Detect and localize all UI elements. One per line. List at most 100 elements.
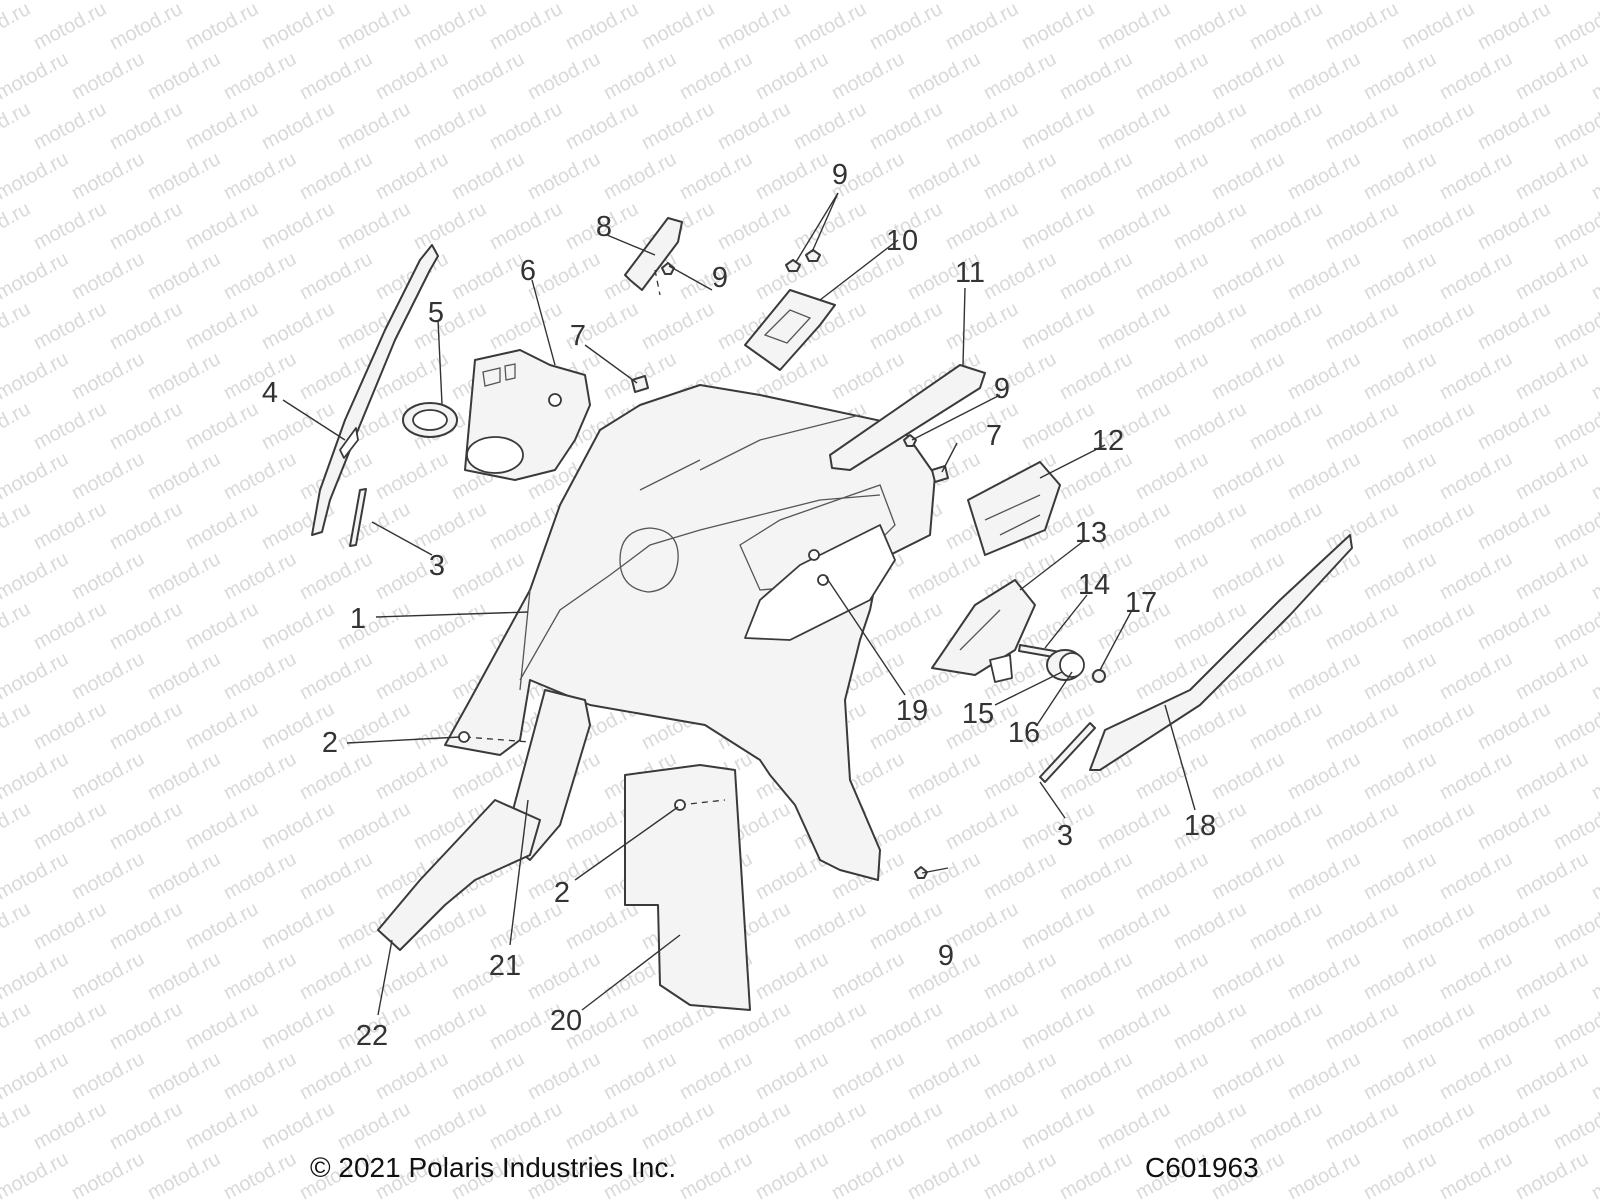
watermark-text: motod.ru (68, 348, 148, 404)
watermark-text: motod.ru (562, 1098, 642, 1154)
watermark-text: motod.ru (1588, 1148, 1600, 1200)
watermark-text: motod.ru (1322, 698, 1402, 754)
watermark-text: motod.ru (1550, 198, 1600, 254)
part-13-housing (931, 579, 1036, 683)
watermark-text: motod.ru (106, 598, 186, 654)
watermark-text: motod.ru (562, 898, 642, 954)
watermark-text: motod.ru (1360, 448, 1440, 504)
watermark-text: motod.ru (1436, 0, 1516, 4)
watermark-text: motod.ru (1360, 0, 1440, 4)
watermark-text: motod.ru (448, 248, 528, 304)
watermark-text: motod.ru (448, 148, 528, 204)
watermark-text: motod.ru (1056, 1148, 1136, 1200)
watermark-text: motod.ru (1208, 748, 1288, 804)
watermark-text: motod.ru (220, 148, 300, 204)
diagram-code: C601963 (1145, 1152, 1259, 1183)
watermark-text: motod.ru (828, 948, 908, 1004)
watermark-text: motod.ru (1284, 48, 1364, 104)
watermark-text: motod.ru (1474, 298, 1554, 354)
watermark-text: motod.ru (1094, 1098, 1174, 1154)
watermark-text: motod.ru (1170, 198, 1250, 254)
watermark-text: motod.ru (334, 98, 414, 154)
watermark-text: motod.ru (144, 148, 224, 204)
watermark-text: motod.ru (866, 1098, 946, 1154)
watermark-text: motod.ru (220, 0, 300, 4)
watermark-text: motod.ru (1474, 798, 1554, 854)
watermark-text: motod.ru (1322, 798, 1402, 854)
watermark-text: motod.ru (676, 1148, 756, 1200)
watermark-text: motod.ru (1512, 248, 1592, 304)
watermark-text: motod.ru (1512, 748, 1592, 804)
watermark-text: motod.ru (1132, 0, 1212, 4)
watermark-text: motod.ru (30, 1098, 110, 1154)
watermark-text: motod.ru (1132, 748, 1212, 804)
watermark-text: motod.ru (296, 148, 376, 204)
watermark-text: motod.ru (144, 848, 224, 904)
watermark-text: motod.ru (68, 648, 148, 704)
watermark-text: motod.ru (68, 0, 148, 4)
watermark-text: motod.ru (1512, 1048, 1592, 1104)
watermark-text: motod.ru (600, 48, 680, 104)
watermark-text: motod.ru (1284, 0, 1364, 4)
watermark-text: motod.ru (1436, 48, 1516, 104)
watermark-text: motod.ru (1512, 648, 1592, 704)
copyright-notice: © 2021 Polaris Industries Inc. (310, 1152, 677, 1183)
watermark-text: motod.ru (106, 798, 186, 854)
callout-c3b: 3 (1057, 820, 1073, 852)
watermark-text: motod.ru (638, 0, 718, 54)
watermark-text: motod.ru (1284, 1148, 1364, 1200)
watermark-text: motod.ru (182, 698, 262, 754)
watermark-text: motod.ru (1398, 98, 1478, 154)
watermark-text: motod.ru (752, 48, 832, 104)
watermark-text: motod.ru (68, 248, 148, 304)
watermark-text: motod.ru (0, 898, 34, 954)
watermark-text: motod.ru (1474, 398, 1554, 454)
watermark-text: motod.ru (1170, 398, 1250, 454)
watermark-text: motod.ru (334, 198, 414, 254)
watermark-text: motod.ru (1474, 998, 1554, 1054)
watermark-text: motod.ru (0, 598, 34, 654)
watermark-text: motod.ru (676, 0, 756, 4)
watermark-text: motod.ru (410, 198, 490, 254)
watermark-text: motod.ru (1512, 948, 1592, 1004)
watermark-text: motod.ru (1322, 198, 1402, 254)
watermark-text: motod.ru (1322, 298, 1402, 354)
watermark-text: motod.ru (68, 1048, 148, 1104)
watermark-text: motod.ru (372, 448, 452, 504)
watermark-text: motod.ru (1284, 948, 1364, 1004)
watermark-text: motod.ru (220, 448, 300, 504)
watermark-text: motod.ru (866, 598, 946, 654)
watermark-text: motod.ru (1474, 98, 1554, 154)
watermark-text: motod.ru (980, 848, 1060, 904)
watermark-text: motod.ru (144, 548, 224, 604)
watermark-text: motod.ru (296, 848, 376, 904)
watermark-text: motod.ru (30, 898, 110, 954)
part-4-trim-strip (311, 244, 439, 536)
watermark-text: motod.ru (524, 1048, 604, 1104)
watermark-text: motod.ru (0, 548, 72, 604)
watermark-text: motod.ru (1322, 598, 1402, 654)
watermark-text: motod.ru (1398, 398, 1478, 454)
watermark-text: motod.ru (1018, 398, 1098, 454)
watermark-text: motod.ru (714, 198, 794, 254)
watermark-text: motod.ru (1132, 148, 1212, 204)
watermark-text: motod.ru (258, 798, 338, 854)
watermark-text: motod.ru (1094, 898, 1174, 954)
watermark-text: motod.ru (866, 0, 946, 54)
watermark-text: motod.ru (0, 498, 34, 554)
callout-c5: 5 (428, 297, 444, 329)
watermark-text: motod.ru (1132, 1048, 1212, 1104)
watermark-text: motod.ru (182, 1098, 262, 1154)
watermark-text: motod.ru (1474, 698, 1554, 754)
watermark-text: motod.ru (410, 998, 490, 1054)
watermark-text: motod.ru (942, 398, 1022, 454)
watermark-text: motod.ru (1588, 948, 1600, 1004)
watermark-text: motod.ru (144, 748, 224, 804)
watermark-text: motod.ru (1512, 848, 1592, 904)
watermark-text: motod.ru (1246, 198, 1326, 254)
watermark-text: motod.ru (106, 198, 186, 254)
watermark-text: motod.ru (1018, 298, 1098, 354)
watermark-text: motod.ru (790, 1098, 870, 1154)
watermark-text: motod.ru (1246, 298, 1326, 354)
